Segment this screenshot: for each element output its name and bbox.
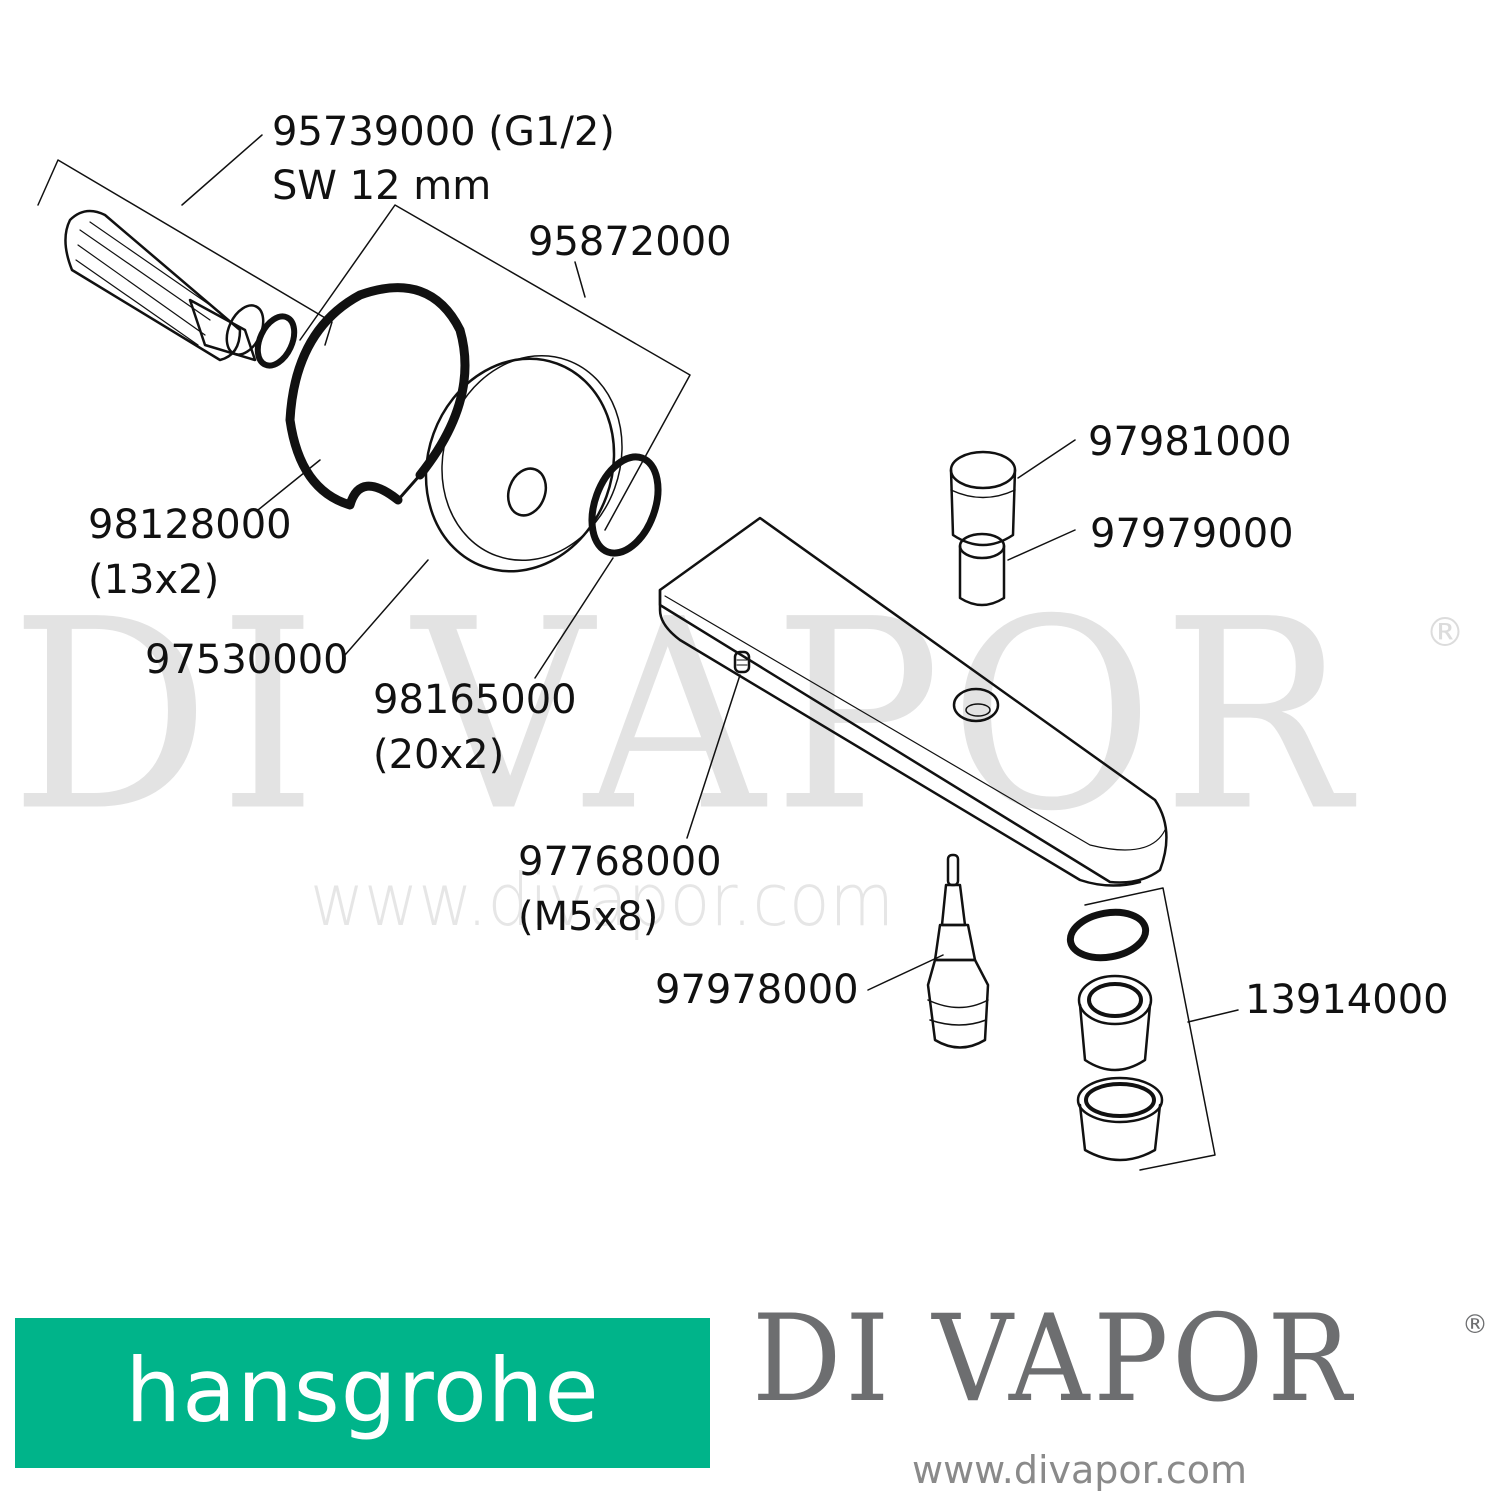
grub-screw-part-97768000 [733, 650, 751, 674]
label-95739000: 95739000 (G1/2) [272, 109, 615, 155]
aerator-parts-13914000 [1066, 908, 1164, 1162]
label-97981000: 97981000 [1088, 419, 1292, 465]
rosette-part-97530000 [424, 354, 623, 573]
label-95872000: 95872000 [528, 219, 732, 265]
divapor-logo: DI VAPOR [752, 1290, 1356, 1429]
exploded-view-drawing [37, 134, 1239, 1171]
label-97768000-size: (M5x8) [518, 894, 659, 940]
label-97530000: 97530000 [145, 637, 349, 683]
spout-body [658, 516, 1168, 887]
watermark-url: www.divapor.com [310, 858, 894, 942]
cartridge-part-97978000 [926, 853, 990, 1049]
hansgrohe-logo-text: hansgrohe [125, 1338, 600, 1442]
label-97978000: 97978000 [655, 967, 859, 1013]
watermark-registered-mark: ® [1425, 610, 1465, 656]
sleeve-part-97979000 [958, 532, 1006, 607]
label-98128000-size: (13x2) [88, 557, 220, 603]
divapor-url: www.divapor.com [912, 1448, 1248, 1492]
label-98128000: 98128000 [88, 502, 292, 548]
label-98165000-size: (20x2) [373, 732, 505, 778]
label-13914000: 13914000 [1245, 977, 1449, 1023]
connector-part-95739000 [64, 209, 298, 369]
label-97768000: 97768000 [518, 839, 722, 885]
cap-part-97981000 [949, 450, 1017, 547]
label-95739000-size: SW 12 mm [272, 163, 492, 209]
label-98165000: 98165000 [373, 677, 577, 723]
hansgrohe-logo: hansgrohe [15, 1318, 710, 1468]
label-97979000: 97979000 [1090, 511, 1294, 557]
watermark-logo: DI VAPOR [10, 562, 1359, 869]
divapor-registered-mark: ® [1462, 1310, 1488, 1340]
